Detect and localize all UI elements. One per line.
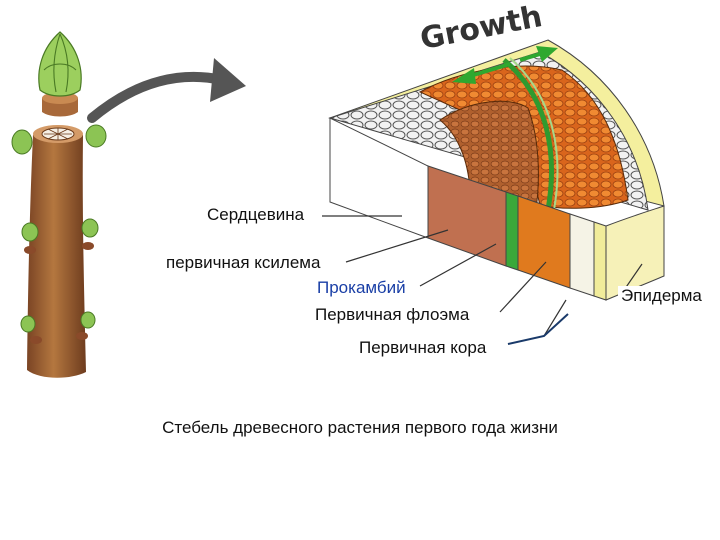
figure-caption: Стебель древесного растения первого года… [0,418,720,438]
label-procambium: Прокамбий [314,278,409,298]
cortex-pointer [508,314,568,344]
woody-stem [12,125,106,378]
stem-cross-section [330,40,664,300]
label-primary-phloem: Первичная флоэма [312,305,472,325]
terminal-bud [39,32,81,117]
label-primary-cortex: Первичная кора [356,338,489,358]
label-epidermis: Эпидерма [618,286,705,306]
label-pith: Сердцевина [204,205,307,225]
transition-arrow [92,58,246,118]
label-primary-xylem: первичная ксилема [163,253,323,273]
